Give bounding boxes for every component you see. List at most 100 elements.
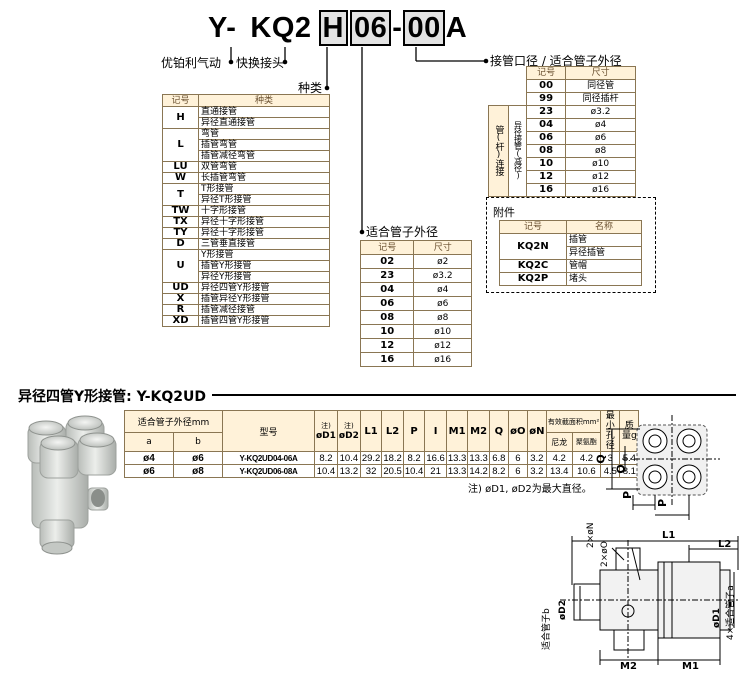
dim-header-pu: 聚氨酯 (571, 432, 602, 452)
dim-header-model: 型号 (222, 410, 315, 452)
outer-size-cell: ø16 (413, 352, 472, 367)
label-2n: 2×øN (586, 522, 596, 548)
dim-header-b: b (173, 432, 223, 452)
dim-header-p: P (402, 410, 426, 452)
accessory-name-cell: 堵头 (565, 272, 643, 286)
dim-header-m2: M2 (467, 410, 490, 452)
dim-header-l1: L1 (359, 410, 383, 452)
model-dash: - (392, 11, 403, 44)
fitting-label: 快换接头 (236, 56, 285, 70)
label-d1: øD1 (712, 608, 722, 628)
dimension-cell: 13.2 (336, 464, 361, 478)
dim-header-phio: øO (507, 410, 528, 452)
dimension-cell: 8.1 (619, 464, 640, 478)
type-table-header-kind: 种类 (198, 94, 330, 107)
label-o: O (614, 464, 628, 474)
top-view-drawing (606, 415, 720, 520)
outer-table-header-size: 尺寸 (413, 240, 472, 255)
dimension-cell: 10.4 (314, 464, 338, 478)
dimension-cell: 3.2 (526, 451, 547, 465)
kind-label: 种类 (298, 81, 323, 95)
tube-size-cell: ø16 (565, 183, 636, 197)
dim-header-d2-label: øD2 (338, 431, 359, 441)
label-p2: P (656, 498, 670, 508)
dimension-cell: 10.4 (402, 464, 426, 478)
model-suffix: A (445, 11, 468, 44)
dimension-cell: 20.5 (381, 464, 404, 478)
model-size-code: 06 (350, 10, 392, 46)
model-prefix: Y- (208, 11, 237, 44)
brand-label: 优铂利气动 (161, 56, 222, 70)
model-series: KQ2 (250, 11, 312, 44)
tube-table-header-size: 尺寸 (565, 66, 636, 80)
label-p1: P (621, 490, 635, 500)
dimension-cell: 8.2 (488, 464, 509, 478)
section-title: 异径四管Y形接管: Y-KQ2UD (18, 389, 206, 405)
dimension-cell: Y-KQ2UD06-08A (222, 464, 315, 478)
label-tube-b: 适合管子b (542, 608, 552, 650)
outer-dia-label: 适合管子外径 (366, 225, 439, 239)
tube-side-label: 管(杆)连接 (488, 105, 509, 197)
label-l1: L1 (662, 530, 676, 541)
tube-side-inner-text: 异径接管(减径) (513, 120, 523, 179)
dim-header-d1-note: 注) (321, 422, 331, 430)
accessories-box (486, 197, 656, 293)
tube-size-cell: 同径插杆 (565, 92, 636, 106)
dim-header-phin: øN (526, 410, 547, 452)
section-rule (212, 394, 736, 396)
fitting-photo (27, 415, 117, 555)
dim-header-d2-note: 注) (344, 422, 354, 430)
label-tube-a: 4×适合管子a (726, 585, 736, 640)
tube-code-cell: 16 (525, 183, 567, 197)
model-code: Y- KQ2 H 06 - 00 A (208, 8, 467, 48)
dimension-cell: 13.4 (545, 464, 573, 478)
label-q: Q (594, 454, 608, 464)
dim-header-a: a (124, 432, 174, 452)
dimension-note: 注) øD1, øD2为最大直径。 (468, 484, 592, 495)
dim-header-m1: M1 (445, 410, 469, 452)
dim-header-area: 有效截面积mm² (545, 409, 602, 434)
model-type-code: H (318, 10, 348, 46)
label-d2: øD2 (558, 600, 568, 620)
dimension-cell: 32 (359, 464, 383, 478)
model-tube-code: 00 (403, 10, 445, 46)
accessory-code-cell: KQ2N (499, 233, 567, 260)
type-code-cell: U (162, 249, 199, 283)
label-m1: M1 (682, 661, 699, 672)
type-name-cell: 插管四管Y形接管 (198, 315, 330, 327)
dim-header-d1-label: øD1 (316, 431, 336, 441)
side-view-drawing (560, 536, 740, 665)
dimension-cell: 4.5 (600, 464, 621, 478)
label-l2: L2 (718, 539, 732, 550)
label-2o: 2×øO (600, 541, 610, 567)
tube-dia-label: 接管口径 / 适合管子外径 (490, 54, 622, 68)
dimension-table: 适合管子外径mm 型号 注)øD1 注)øD2 L1 L2 P I M1 M2 … (124, 409, 640, 478)
dim-header-group: 适合管子外径mm (124, 409, 223, 434)
accessories-title: 附件 (493, 206, 515, 219)
tube-side-inner: 异径接管(减径) (508, 105, 527, 197)
dimension-cell: 3.2 (526, 464, 547, 478)
